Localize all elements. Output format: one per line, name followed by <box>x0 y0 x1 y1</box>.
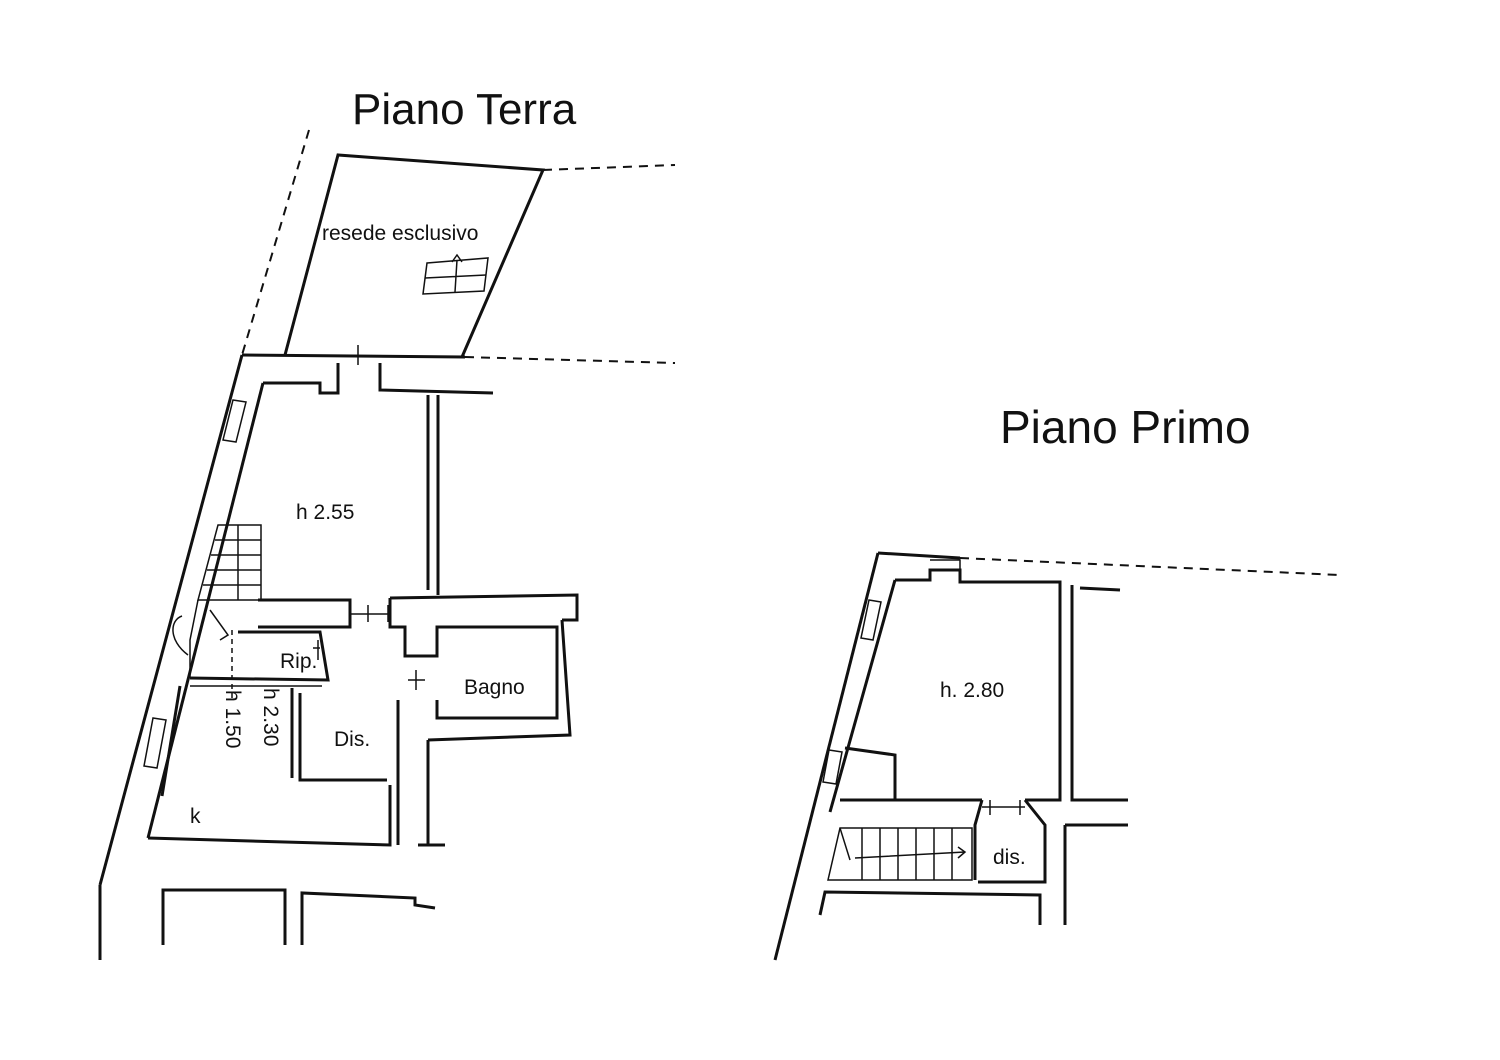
first-floor-title: Piano Primo <box>1000 401 1251 453</box>
ground-floor-stairs <box>189 524 262 700</box>
bathroom-label: Bagno <box>464 676 525 699</box>
hallway-label: Dis. <box>334 728 370 751</box>
height-label-mid: h 2.30 <box>259 688 282 746</box>
storage-label: Rip. <box>280 650 317 673</box>
window <box>822 749 843 785</box>
resede-label: resede esclusivo <box>322 222 478 245</box>
window <box>222 399 247 443</box>
storage-room: Rip. <box>189 630 330 687</box>
window <box>860 599 882 641</box>
first-hallway-label: dis. <box>993 846 1026 869</box>
kitchen-label: k <box>190 805 201 828</box>
resede-courtyard: resede esclusivo <box>283 153 546 358</box>
window <box>143 717 167 769</box>
first-floor-plan: Piano Primo h. 2.80 dis. <box>773 401 1341 961</box>
first-floor-stairs <box>827 827 973 881</box>
ground-floor-title: Piano Terra <box>352 85 577 134</box>
main-room-height-label: h 2.55 <box>296 501 354 524</box>
ground-floor-plan: Piano Terra resede esclusivo <box>98 85 676 960</box>
first-main-room-height-label: h. 2.80 <box>940 679 1004 702</box>
height-label-low: h 1.50 <box>221 690 244 748</box>
skylight-icon <box>422 253 489 295</box>
